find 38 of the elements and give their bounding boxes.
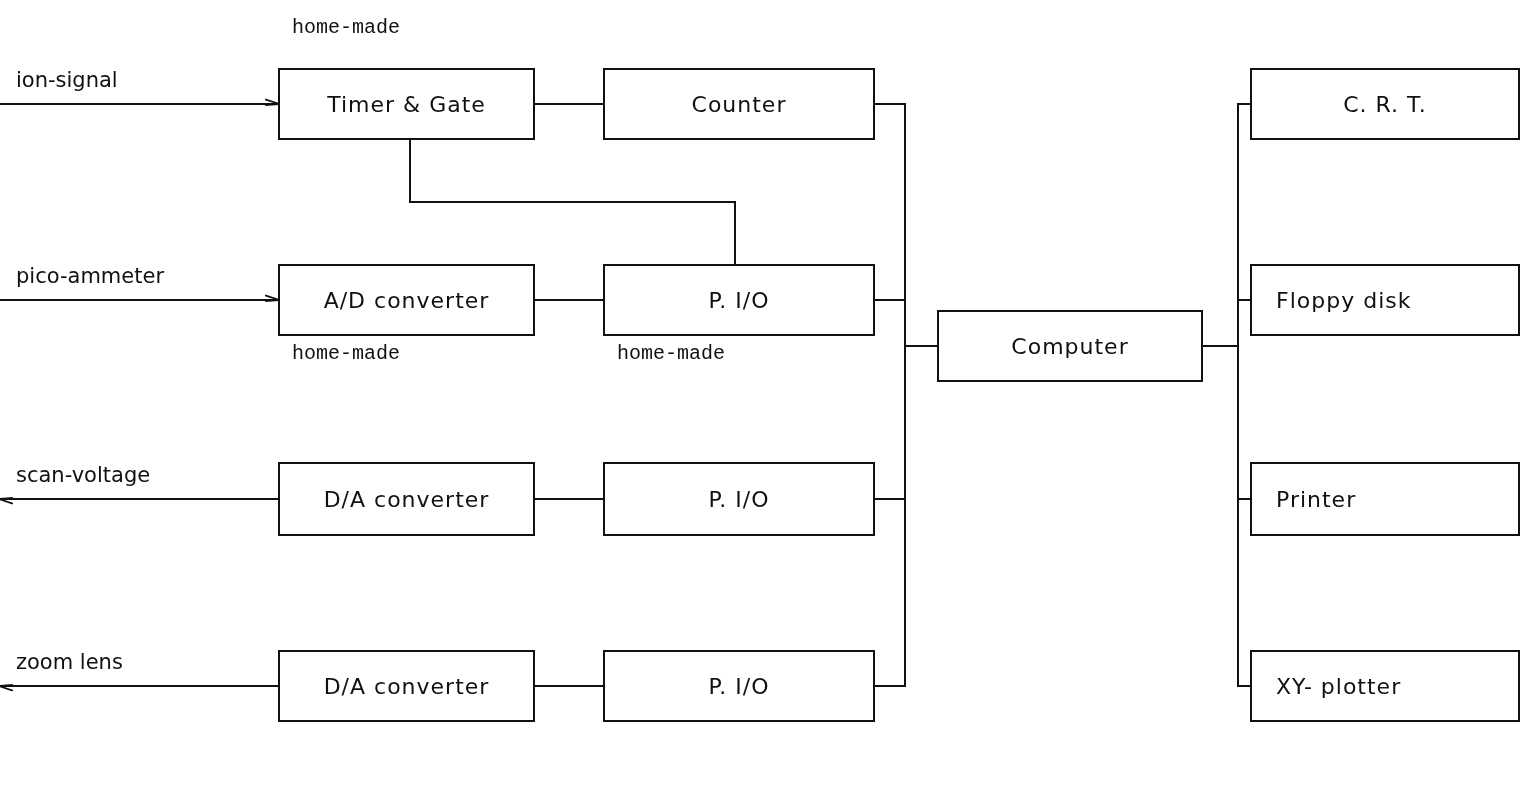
process-box [278, 264, 535, 336]
box-label: A/D converter [323, 287, 490, 313]
box-label: Counter [691, 91, 787, 117]
connector-line [534, 103, 604, 105]
box-label: XY- plotter [1276, 673, 1402, 699]
connector-line [534, 685, 604, 687]
box-label: C. R. T. [1343, 91, 1427, 117]
process-box [603, 650, 875, 722]
box-label: P. I/O [708, 486, 770, 512]
process-box [603, 264, 875, 336]
connector-line [534, 498, 604, 500]
process-box [278, 462, 535, 536]
arrow [0, 683, 279, 692]
box-label: Printer [1276, 486, 1357, 512]
process-box [1250, 264, 1520, 336]
arrow [0, 496, 279, 505]
edge-label: scan-voltage [14, 463, 153, 487]
box-label: D/A converter [323, 673, 490, 699]
box-label: P. I/O [708, 287, 770, 313]
process-box [278, 650, 535, 722]
process-box [1250, 462, 1520, 536]
process-box [1250, 650, 1520, 722]
process-box [1250, 68, 1520, 140]
box-label: D/A converter [323, 486, 490, 512]
connector-line [534, 299, 604, 301]
process-box [937, 310, 1203, 382]
edge-label: pico-ammeter [14, 264, 166, 288]
box-label: P. I/O [708, 673, 770, 699]
note-text: home-made [617, 342, 726, 365]
process-box [278, 68, 535, 140]
process-box [603, 462, 875, 536]
box-label: Floppy disk [1276, 287, 1412, 313]
note-text: home-made [292, 16, 401, 39]
box-label: Timer & Gate [327, 91, 486, 117]
process-box [603, 68, 875, 140]
note-text: home-made [292, 342, 401, 365]
connector-line [409, 139, 736, 265]
box-label: Computer [1011, 333, 1129, 359]
